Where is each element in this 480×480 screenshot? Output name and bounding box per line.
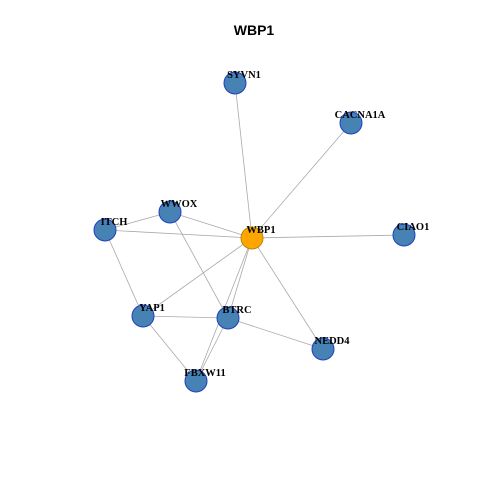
node-itch xyxy=(93,218,117,242)
edge-wbp1-yap1 xyxy=(142,237,253,317)
node-label-btrc: BTRC xyxy=(222,305,251,316)
node-cacna1a xyxy=(339,111,363,135)
node-label-yap1: YAP1 xyxy=(139,303,165,314)
node-label-itch: ITCH xyxy=(101,217,128,228)
edge-wbp1-nedd4 xyxy=(251,237,324,350)
node-label-wwox: WWOX xyxy=(161,199,198,210)
node-label-fbxw11: FBXW11 xyxy=(184,368,225,379)
edge-btrc-fbxw11 xyxy=(195,317,229,382)
edge-yap1-fbxw11 xyxy=(142,315,197,382)
edges-layer xyxy=(104,82,405,382)
edge-wbp1-ciao1 xyxy=(251,234,405,239)
node-label-nedd4: NEDD4 xyxy=(314,336,350,347)
edge-wbp1-syvn1 xyxy=(234,82,253,239)
node-syvn1 xyxy=(223,71,247,95)
edge-btrc-nedd4 xyxy=(227,317,324,350)
edge-wbp1-itch xyxy=(104,229,253,239)
edge-yap1-btrc xyxy=(142,315,229,319)
node-wbp1 xyxy=(240,226,264,250)
node-fbxw11 xyxy=(184,369,208,393)
edge-wbp1-btrc xyxy=(227,237,253,319)
node-wwox xyxy=(158,200,182,224)
node-ciao1 xyxy=(392,223,416,247)
node-label-cacna1a: CACNA1A xyxy=(335,110,386,121)
node-btrc xyxy=(216,306,240,330)
node-label-ciao1: CIAO1 xyxy=(397,222,430,233)
edge-wbp1-cacna1a xyxy=(251,122,352,239)
node-label-syvn1: SYVN1 xyxy=(227,70,261,81)
node-nedd4 xyxy=(311,337,335,361)
edge-wwox-btrc xyxy=(169,211,229,319)
node-yap1 xyxy=(131,304,155,328)
diagram-title: WBP1 xyxy=(234,22,275,38)
edge-itch-yap1 xyxy=(104,229,144,317)
edge-wbp1-wwox xyxy=(169,211,253,239)
node-label-wbp1: WBP1 xyxy=(246,225,275,236)
